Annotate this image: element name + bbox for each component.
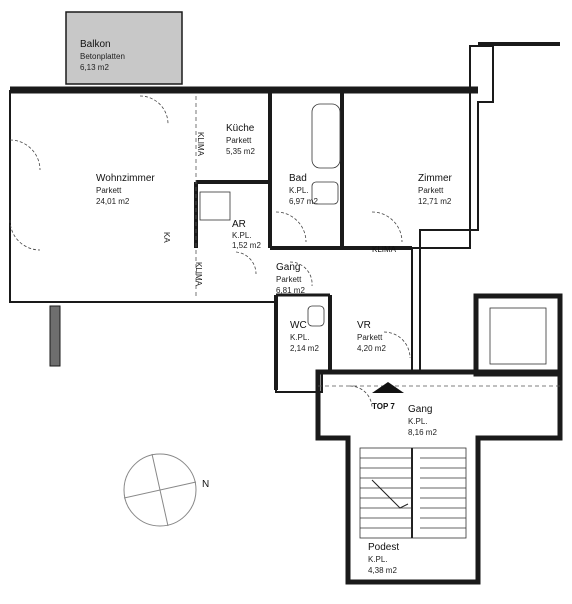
klima-label-1: KLIMA [372, 245, 397, 254]
room-name: Zimmer [418, 173, 453, 184]
ar-cabinet [199, 191, 231, 221]
corridor-outline [315, 369, 563, 585]
north-label: N [202, 479, 209, 490]
balcony-name: Balkon [80, 39, 111, 50]
compass [123, 453, 197, 527]
kitchen-name: Küche [226, 123, 255, 134]
landing-area: 4,38 m2 [368, 566, 397, 575]
vr-floor: Parkett [357, 333, 383, 342]
side-wall-stub [49, 305, 61, 367]
door-entry [383, 331, 411, 359]
ar-area: 1,52 m2 [232, 241, 261, 250]
staircase [359, 447, 467, 539]
door-bath [275, 211, 307, 243]
sink [311, 181, 339, 205]
hall-floor: Parkett [276, 275, 302, 284]
door-corridor [349, 385, 373, 409]
ka-label: KA [162, 232, 171, 243]
living-floor: Parkett [96, 186, 122, 195]
vr-area: 4,20 m2 [357, 344, 386, 353]
ar-floor: K.PL. [232, 231, 252, 240]
hall-area: 6,81 m2 [276, 286, 305, 295]
kitchen-area: 5,35 m2 [226, 147, 255, 156]
door-room [371, 211, 403, 243]
bathtub [311, 103, 341, 169]
top-marker [372, 382, 404, 393]
balcony-area [65, 11, 183, 85]
bath-floor: K.PL. [289, 186, 309, 195]
door-hall [289, 261, 313, 287]
corridor-name: Gang [408, 404, 432, 415]
bath-name: Bad [289, 173, 307, 184]
vr-name: VR [357, 320, 371, 331]
kitchen-floor: Parkett [226, 136, 252, 145]
living-area: 24,01 m2 [96, 197, 130, 206]
elevator-shaft [473, 293, 563, 377]
room-floor: Parkett [418, 186, 444, 195]
door-ar [235, 251, 257, 275]
bath-area: 6,97 m2 [289, 197, 318, 206]
living-name: Wohnzimmer [96, 173, 155, 184]
door-window-left [9, 139, 41, 171]
balcony-area-label: 6,13 m2 [80, 63, 109, 72]
landing-name: Podest [368, 542, 399, 553]
room-area: 12,71 m2 [418, 197, 452, 206]
wc-name: WC [290, 320, 307, 331]
wc-area: 2,14 m2 [290, 344, 319, 353]
elevator-cab [489, 307, 547, 365]
top-label: TOP 7 [372, 402, 395, 411]
klima-label-3: KLIMA [194, 262, 203, 287]
landing-floor: K.PL. [368, 555, 388, 564]
klima-label-2: KLIMA [196, 132, 205, 157]
balcony-floor: Betonplatten [80, 52, 125, 61]
hall-name: Gang [276, 262, 300, 273]
door-window-left2 [9, 219, 41, 251]
corridor-area: 8,16 m2 [408, 428, 437, 437]
door-living-balcony [139, 95, 169, 125]
toilet [307, 305, 325, 327]
outer-wall-main [9, 45, 494, 393]
corridor-floor: K.PL. [408, 417, 428, 426]
ar-name: AR [232, 219, 246, 230]
wc-floor: K.PL. [290, 333, 310, 342]
